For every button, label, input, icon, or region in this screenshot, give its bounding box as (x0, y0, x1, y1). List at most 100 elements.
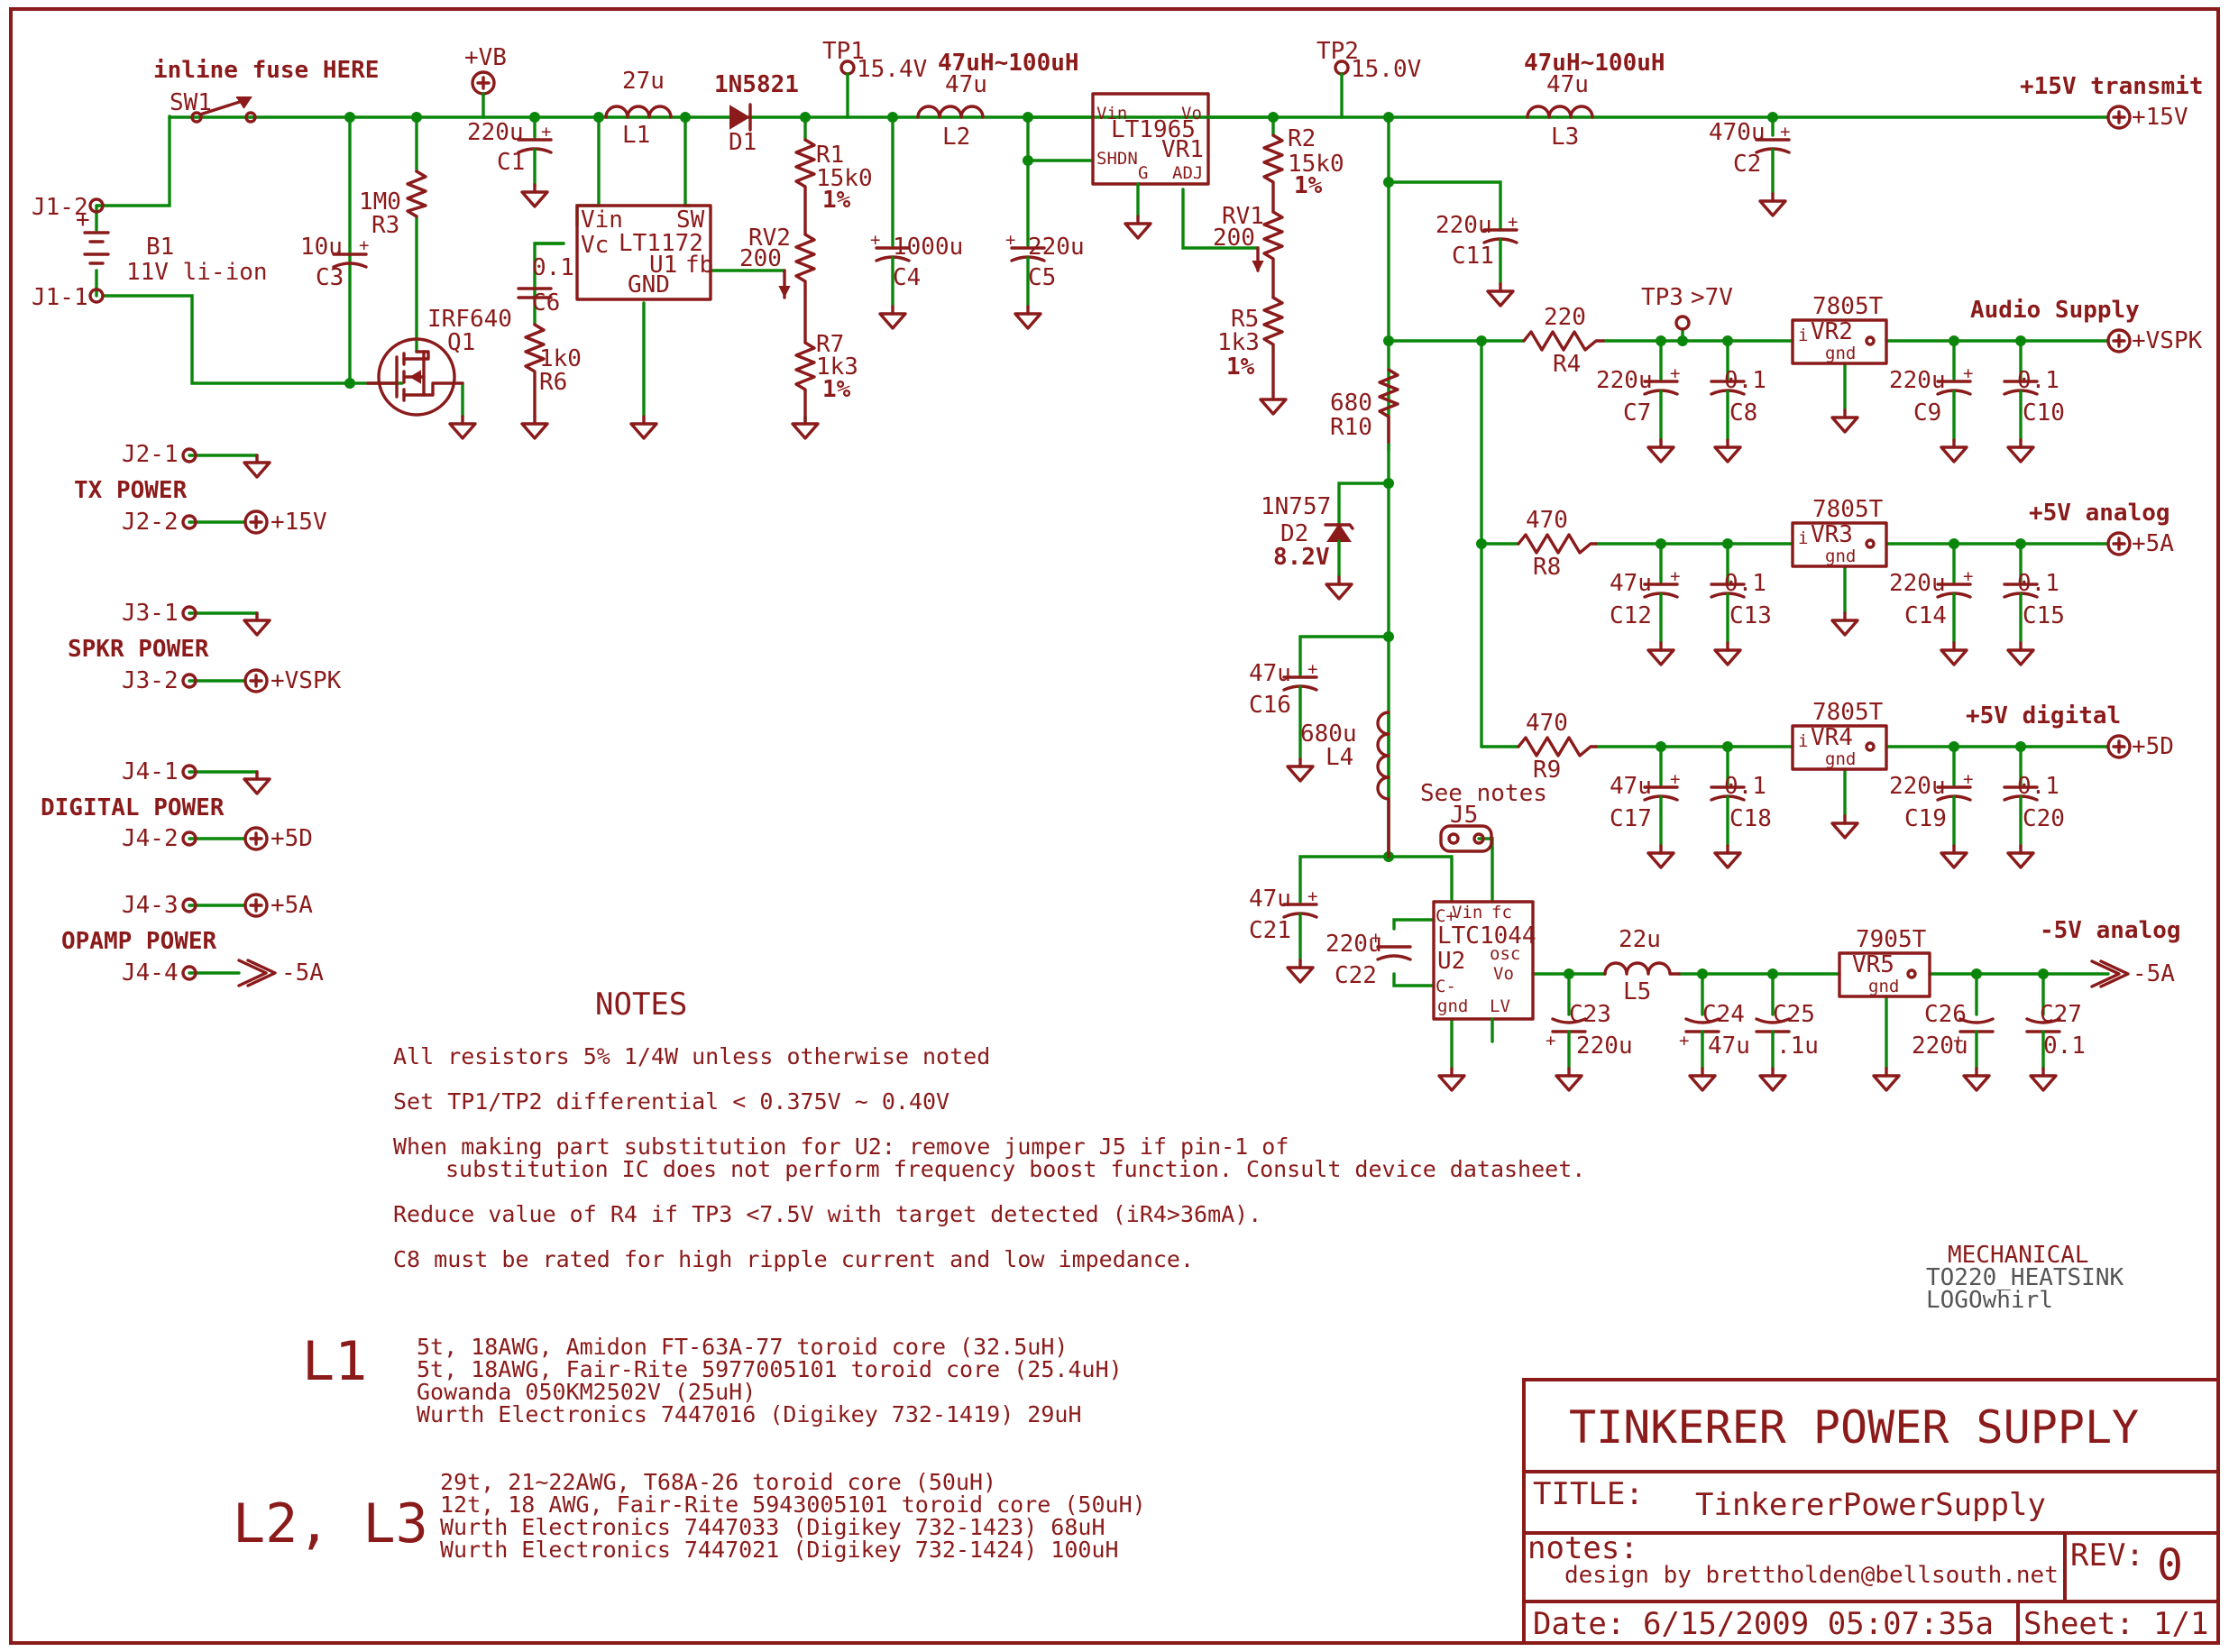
label-c21: C21 (1249, 917, 1291, 944)
label-r9-value: 470 (1526, 710, 1568, 737)
label-vr2-i: i (1798, 326, 1808, 345)
label-c10-value: 0.1 (2017, 367, 2059, 394)
label-c24: C24 (1702, 1001, 1745, 1028)
label-c15-value: 0.1 (2017, 570, 2059, 597)
label-r3: R3 (372, 212, 399, 239)
label-tp3: TP3 (1641, 284, 1683, 311)
label-c7: C7 (1623, 399, 1651, 427)
label-u2-vin: Vin (1452, 903, 1482, 922)
label-c21-value: 47u (1249, 886, 1291, 913)
label-c10: C10 (2023, 399, 2065, 427)
label-analog-net: +5A (2132, 530, 2174, 557)
label-c8-value: 0.1 (1724, 367, 1766, 394)
label-r10: R10 (1330, 414, 1372, 441)
capacitor-c25 (1755, 1017, 1791, 1070)
label-u2: U2 (1437, 948, 1465, 975)
label-c11-value: 220u (1436, 212, 1492, 239)
label-digital-net: +5D (2132, 733, 2174, 760)
mechanical-item-2: LOGOwhirl (1926, 1287, 2053, 1314)
label-c7-value: 220u (1596, 367, 1653, 394)
label-fuse-note: inline fuse HERE (153, 57, 379, 84)
label-c8: C8 (1729, 399, 1757, 427)
capacitor-c22: + (1371, 928, 1412, 961)
wire-junctions (344, 112, 2049, 979)
label-c19-value: 220u (1889, 773, 1946, 800)
regulator-vr2 (1791, 318, 1888, 365)
label-r8-value: 470 (1526, 507, 1568, 534)
label-u2-gnd: gnd (1437, 996, 1468, 1016)
label-vr1-vin: Vin (1096, 104, 1127, 124)
label-vr5-gnd: gnd (1868, 977, 1899, 996)
label-tx-power: TX POWER (74, 477, 188, 504)
notes-value: design by brettholden@bellsouth.net (1564, 1562, 2059, 1589)
label-r7-value: 1k3 (816, 353, 858, 381)
label-vr1-adj: ADJ (1172, 163, 1203, 183)
label-vr1-part: LT1965 (1111, 116, 1196, 143)
l23-option-1: 29t, 21~22AWG, T68A-26 toroid core (50uH… (440, 1469, 996, 1495)
label-r10-value: 680 (1330, 390, 1372, 417)
label-u1: U1 (649, 252, 677, 279)
switch-sw1 (190, 96, 257, 124)
label-c14-value: 220u (1889, 570, 1946, 597)
sheet-label: Sheet: (2023, 1606, 2134, 1642)
resistor-r3 (406, 170, 427, 218)
label-opamp-power: OPAMP POWER (61, 928, 217, 955)
label-u1-sw: SW (676, 206, 705, 234)
note-1: All resistors 5% 1/4W unless otherwise n… (393, 1043, 990, 1069)
label-c19: C19 (1904, 805, 1947, 832)
label-conn-vspk: +VSPK (271, 667, 342, 694)
label-conn-5a: +5A (271, 892, 313, 919)
label-c16-value: 47u (1249, 660, 1291, 687)
svg-text:+: + (1963, 363, 1973, 383)
label-d1: D1 (729, 129, 757, 156)
label-c13: C13 (1729, 602, 1772, 629)
svg-text:+: + (1670, 769, 1680, 789)
label-l2: L2 (942, 124, 970, 151)
label-c6: C6 (532, 289, 560, 317)
note-3a: When making part substitution for U2: re… (393, 1133, 1289, 1160)
label-c18-value: 0.1 (1724, 773, 1766, 800)
label-l3-header: 47uH~100uH (1524, 50, 1665, 77)
connector-group (181, 447, 277, 987)
ic-u1 (575, 204, 712, 301)
label-j3-1: J3-1 (122, 600, 179, 627)
label-vr3-gnd: gnd (1825, 546, 1856, 566)
diode-d1 (729, 103, 752, 132)
battery-b1: + (76, 197, 110, 304)
label-c22-value: 220u (1325, 931, 1382, 958)
label-j1-2: J1-2 (32, 194, 88, 221)
l23-options-label: L2, L3 (233, 1492, 428, 1556)
title-label: TITLE: (1533, 1476, 1644, 1512)
date-value: 6/15/2009 05:07:35a (1643, 1606, 1994, 1642)
svg-text:+: + (1953, 1031, 1963, 1051)
label-u2-part: LTC1044 (1437, 922, 1536, 950)
regulator-vr4 (1791, 724, 1888, 771)
label-u1-vc: Vc (581, 232, 609, 259)
supply-5d-symbol (2106, 734, 2132, 759)
label-c24-value: 47u (1708, 1032, 1750, 1060)
mosfet-q1 (366, 337, 464, 417)
label-tp2-value: 15.0V (1351, 56, 1421, 83)
label-c12: C12 (1610, 602, 1652, 629)
label-c20-value: 0.1 (2017, 773, 2059, 800)
svg-text:+: + (870, 230, 880, 250)
label-l3-value: 47u (1546, 71, 1589, 98)
label-c16: C16 (1249, 692, 1291, 719)
label-conn-15v: +15V (271, 509, 327, 536)
label-q1: Q1 (447, 329, 475, 356)
label-c2: C2 (1733, 151, 1761, 178)
label-spkr-power: SPKR POWER (68, 636, 209, 663)
label-j2-1: J2-1 (122, 441, 179, 468)
title-block-heading: TINKERER POWER SUPPLY (1569, 1401, 2139, 1454)
capacitor-c11: + (1482, 212, 1518, 286)
label-audio-supply: Audio Supply (1970, 297, 2140, 324)
rev-label: REV: (2070, 1537, 2144, 1574)
label-d1-value: 1N5821 (714, 71, 799, 98)
label-l3: L3 (1551, 124, 1579, 151)
supply-5a-symbol (2106, 531, 2132, 556)
label-r2-value: 15k0 (1288, 151, 1344, 178)
label-c1: C1 (497, 149, 525, 176)
regulator-vr5 (1838, 951, 1931, 998)
l1-option-1: 5t, 18AWG, Amidon FT-63A-77 toroid core … (417, 1334, 1068, 1360)
label-vr3-part: 7805T (1812, 496, 1884, 523)
